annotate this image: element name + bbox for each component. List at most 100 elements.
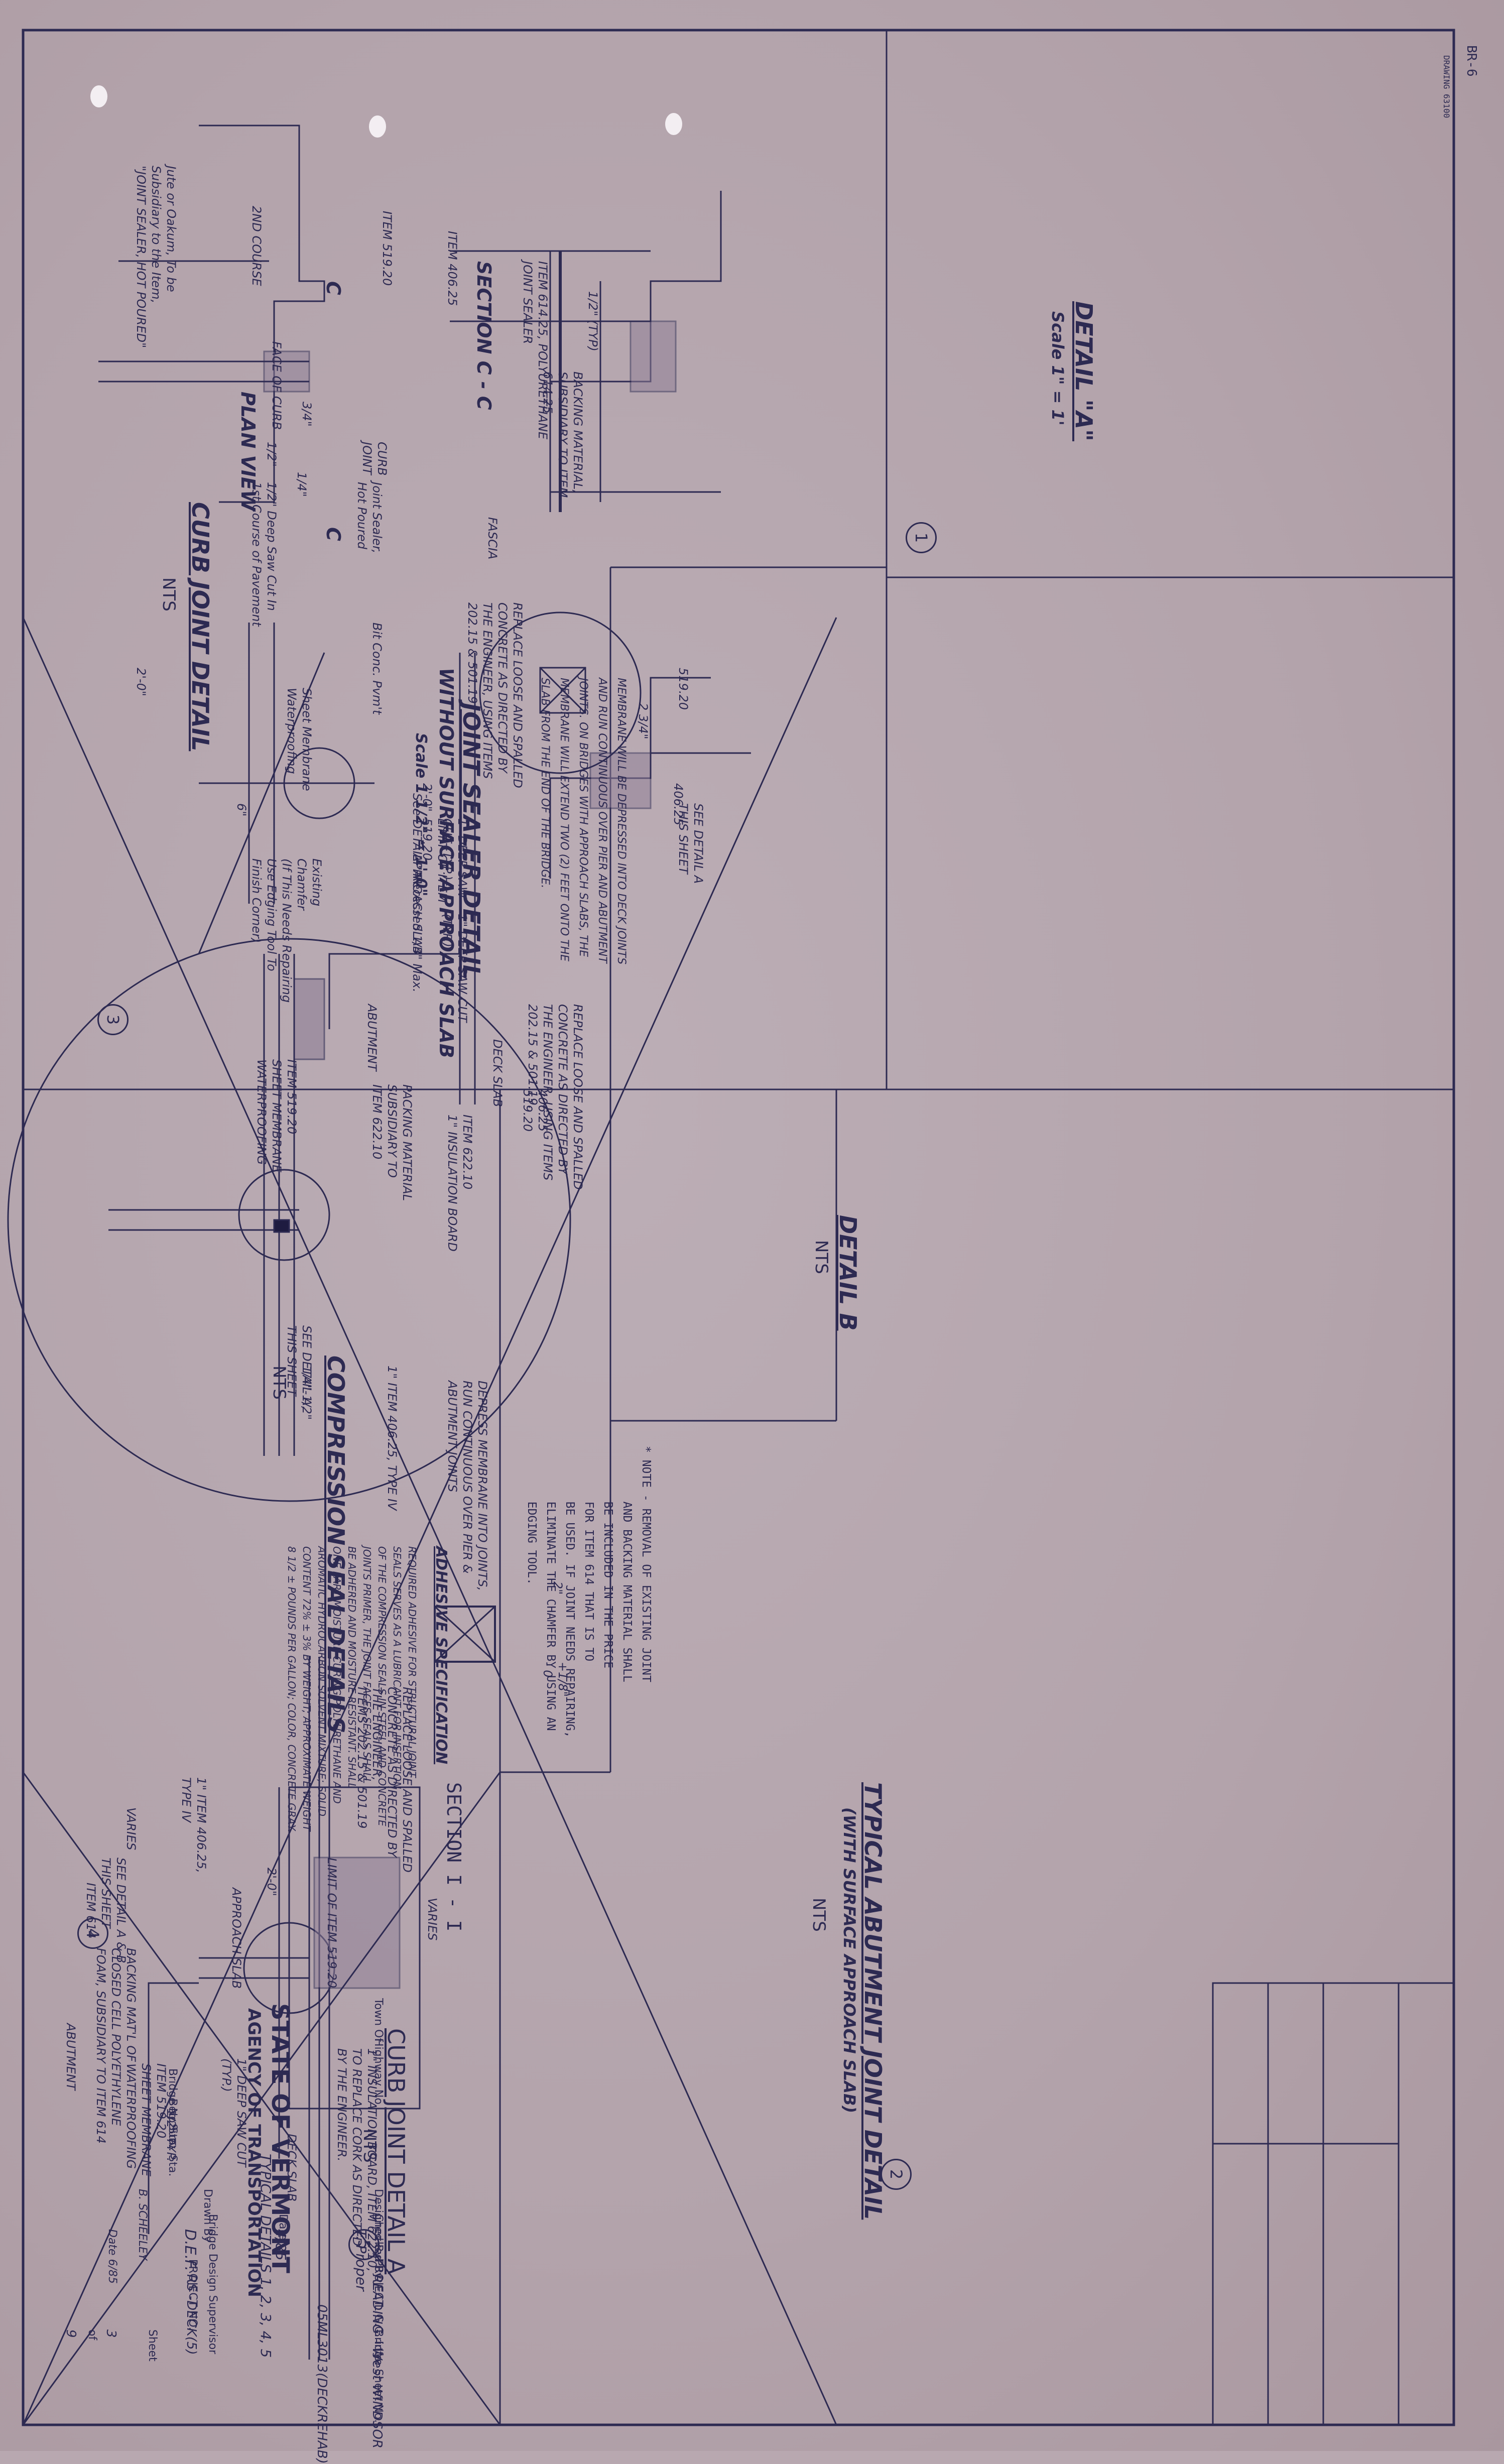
joint-sealer-membrane: Sheet Membrane Waterproofing [285, 688, 314, 791]
curb-joint-nts: NTS [159, 577, 179, 611]
abutment-dim: 2'-0" [265, 1868, 279, 1896]
punch-hole-right [665, 113, 682, 135]
section-cc-title: SECTION C - C [473, 261, 495, 410]
detail-b-depress: DEPRESS MEMBRANE INTO JOINTS, RUN CONTIN… [445, 1381, 489, 1591]
lgc-value: 05ML3013(DECKREHAB) [314, 2304, 329, 2464]
cs-abutment: ABUTMENT [365, 1004, 379, 1071]
abutment-subtitle: (WITH SURFACE APPROACH SLAB) [840, 1807, 859, 2114]
joint-sealer-dim-six: 6" [234, 803, 248, 817]
abutment-nts: NTS [809, 1898, 829, 1932]
of-label: of [86, 2329, 98, 2340]
curb-joint-label: CURB JOINT [360, 442, 389, 476]
abutment-approach-slab: APPROACH SLAB [229, 1888, 243, 1989]
curb-joint-title: CURB JOINT DETAIL [187, 502, 214, 752]
cja-varies: VARIES [425, 1898, 439, 1941]
detail-a-jute: Jute or Oakum, To be Subsidiary to the I… [134, 166, 178, 348]
detail-a-scale: Scale 1" = 1' [1048, 311, 1067, 426]
detail-number-3: 3 [97, 1004, 129, 1035]
detail-b-item-622: ITEM 622.10 1" INSULATION BOARD [445, 1115, 474, 1252]
detail-a-dim-three-quarter: 3/4" [300, 402, 314, 427]
compression-seal-nts: NTS [269, 1366, 289, 1400]
curb-typ: 1/2" (TYP) [586, 291, 600, 351]
sheet-value: 3 [103, 2329, 118, 2338]
sheet-label: Sheet [146, 2329, 159, 2362]
plan-view-title: PLAN VIEW [237, 392, 259, 511]
surv-sta-label: Surv. Sta. [166, 2124, 179, 2177]
curb-joint-a-title: CURB JOINT DETAIL A [383, 2028, 410, 2275]
cs-seal-dim-tol: +1/8" - 0 [541, 1662, 570, 1697]
supervisor-date: Date 6/85 [106, 2229, 118, 2284]
curb-c-mark-right: C [322, 527, 344, 541]
cs-item-519: 519.20 [676, 668, 690, 710]
detail-a-second-course: 2ND COURSE [249, 206, 264, 286]
cs-deck-slab: DECK SLAB [490, 1039, 505, 1107]
date-value: 4/85 [273, 2229, 289, 2261]
checked-value: T. Proper [353, 2229, 369, 2291]
joint-sealer-note: MEMBRANE WILL BE DEPRESSED INTO DECK JOI… [539, 678, 628, 965]
adhesive-text: REQUIRED ADHESIVE FOR STRUCTURAL JOINT S… [286, 1546, 418, 1833]
cs-item-406: 406.25 [671, 783, 685, 825]
detail-b-sketch [7, 938, 571, 1502]
abutment-title: TYPICAL ABUTMENT JOINT DETAIL [859, 1782, 887, 2220]
cja-varies-b: VARIES [124, 1807, 138, 1851]
abutment-sketch [148, 1657, 335, 2360]
cross-line-4 [22, 1772, 501, 2425]
title-block-frame [1212, 1982, 1455, 2426]
joint-sealer-sketch [198, 623, 374, 954]
drawing-stamp: DRAWING 63100 [1442, 55, 1451, 118]
punch-hole-middle [369, 115, 386, 138]
detail-a-sketch [98, 125, 325, 503]
detail-a-dim-quarter: 1/4" [295, 472, 309, 497]
cja-item-614: ITEM 614 [84, 1883, 98, 1939]
cs-dim-a: 2 3/4" [636, 703, 650, 740]
abutment-item-406: 1" ITEM 406.25, TYPE IV [179, 1777, 208, 1873]
cs-approach-slab: APPROACH SLAB [410, 853, 424, 955]
detail-b-packing: PACKING MATERIAL SUBSIDIARY TO ITEM 622.… [370, 1084, 414, 1201]
detail-a-joint-sealer: Joint Sealer, Hot Poured [355, 482, 384, 554]
curb-face-of-curb: FACE OF CURB [270, 341, 284, 430]
bridge-sheet-label: Bridge Sheet No. [372, 2329, 385, 2423]
abutment-abutment: ABUTMENT [64, 2023, 78, 2090]
cs-replace: REPLACE LOOSE AND SPALLED CONCRETE AS DI… [526, 1004, 585, 1190]
curb-replace: REPLACE LOOSE AND SPALLED CONCRETE AS DI… [465, 602, 525, 788]
curb-small-detail [549, 677, 751, 879]
supervisor-label: Bridge Design Supervisor [206, 2214, 219, 2355]
cs-saw-cut: 1" DEEP SAW CUT (TYP.) [440, 914, 469, 1023]
plan-view-sketch [450, 250, 651, 512]
detail-b-nts: NTS [811, 1240, 831, 1274]
adhesive-title: ADHESIVE SPECIFICATION [432, 1546, 450, 1765]
cja-backing: BACKING MAT'L OF CLOSED CELL POLYETHYLEN… [94, 1948, 138, 2144]
outer-border [22, 29, 1455, 2426]
joint-sealer-bit-conc: Bit Conc. Pvm't [370, 623, 384, 715]
curb-item-406: ITEM 406.25 [445, 231, 459, 306]
curb-c-mark-left: C [322, 281, 344, 295]
curb-fascia: FASCIA [485, 517, 499, 560]
sheet-title: TYPICAL DETAILS 1, 2, 3, 4, 5 [258, 2154, 274, 2358]
detail-a-dim-half: 1/2" [265, 442, 279, 467]
cs-seal-dim: 2" [551, 1581, 565, 1595]
sheet-code: BR-6 [1464, 45, 1479, 77]
detail-number-1: 1 [906, 522, 937, 553]
drawn-value: B. SCHEELEY [136, 2189, 149, 2261]
curb-backing: BACKING MATERIAL, SUBSIDIARY TO ITEM 614… [541, 372, 585, 498]
project-no-value: RS -DECK(5) [184, 2274, 199, 2355]
curb-joint-a-nts: NTS [359, 2129, 380, 2163]
detail-b-item-406: 1" ITEM 406.25, TYPE IV [385, 1366, 399, 1511]
curb-item-519: ITEM 519.20 [380, 211, 394, 286]
detail-b-title: DETAIL B [834, 1215, 861, 1331]
detail-a-title: DETAIL "A" [1070, 301, 1097, 441]
section-ii-title: SECTION I - I [443, 1782, 465, 1932]
of-value: 9 [63, 2329, 78, 2338]
town-label: Town Of [372, 1998, 385, 2042]
punch-hole-top [90, 85, 107, 107]
curb-joint-a-sketch [278, 1786, 421, 2159]
highway-label: Highway No. [372, 2038, 385, 2108]
joint-sealer-chamfer: Existing Chamfer (If This Needs Repairin… [249, 858, 324, 1003]
abutment-limit: LIMIT OF ITEM 519.20 [325, 1858, 339, 1989]
cs-dim-b: 2'-0" [420, 783, 434, 812]
compression-seal-sketch [328, 611, 642, 1663]
detail-b-dim: 1/4"-1/2" [300, 1366, 314, 1420]
